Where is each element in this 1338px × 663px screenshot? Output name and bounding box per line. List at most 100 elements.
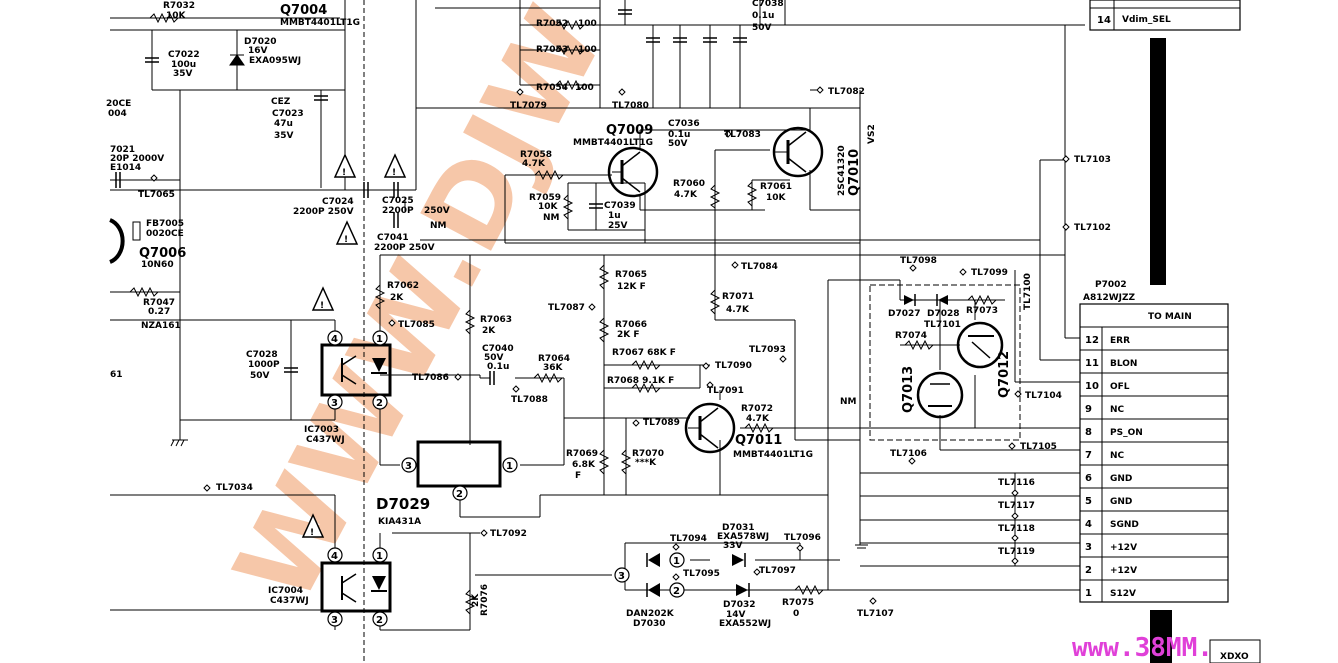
label-cez: CEZ: [271, 97, 291, 107]
connector-pin14-name: Vdim_SEL: [1122, 15, 1171, 25]
svg-text:!: !: [320, 301, 324, 311]
connector-part-no: A812WJZZ: [1083, 293, 1136, 303]
label-c7041v: 2200P 250V: [374, 243, 435, 253]
label-q7009: Q7009: [606, 123, 653, 138]
label-tl7090: TL7090: [715, 361, 752, 371]
label-tl7119: TL7119: [998, 547, 1035, 557]
label-s61: 61: [110, 370, 123, 380]
svg-text:2: 2: [376, 615, 383, 626]
label-tl7098: TL7098: [900, 256, 937, 266]
label-tl7093: TL7093: [749, 345, 786, 355]
d7029-body: [416, 440, 502, 488]
label-r7075: R7075: [782, 598, 814, 608]
label-r7072: R7072: [741, 404, 773, 414]
label-nm2: NM: [543, 213, 560, 223]
label-tl7106: TL7106: [890, 449, 927, 459]
connector-title: TO MAIN: [1148, 312, 1192, 322]
label-ce20: 20CE: [106, 99, 131, 109]
connector-pin-name: +12V: [1110, 566, 1137, 576]
label-tl7099: TL7099: [971, 268, 1008, 278]
label-r7060: R7060: [673, 179, 705, 189]
label-c7028b: 50V: [250, 371, 270, 381]
label-r7047: R7047: [143, 298, 175, 308]
svg-text:4: 4: [331, 334, 338, 345]
label-tl7079: TL7079: [510, 101, 547, 111]
svg-text:3: 3: [618, 571, 625, 582]
connector-pin-name: NC: [1110, 405, 1125, 415]
label-c7025: C7025: [382, 196, 414, 206]
label-r7071: R7071: [722, 292, 754, 302]
svg-text:1: 1: [376, 551, 383, 562]
label-q7010: Q7010: [847, 149, 862, 196]
connector-pin-name: S12V: [1110, 589, 1136, 599]
label-ic7004: IC7004: [268, 586, 303, 596]
connector-pin-name: +12V: [1110, 543, 1137, 553]
label-r7070v: ***K: [635, 458, 657, 468]
svg-text:2: 2: [376, 398, 383, 409]
label-c7022a: 100u: [171, 60, 196, 70]
label-tl7085: TL7085: [398, 320, 435, 330]
label-c7041: C7041: [377, 233, 409, 243]
label-c7040b: 0.1u: [487, 362, 509, 372]
label-nm1: NM: [430, 221, 447, 231]
label-c7038b: 50V: [752, 23, 772, 33]
label-c7038: C7038: [752, 0, 784, 9]
svg-text:3: 3: [331, 398, 338, 409]
label-r7058: R7058: [520, 150, 552, 160]
connector-pin-number: 1: [1085, 588, 1092, 599]
label-vs2: VS2: [867, 124, 877, 144]
label-c7036: C7036: [668, 119, 700, 129]
label-c7028a: 1000P: [248, 360, 280, 370]
label-q7013: Q7013: [901, 366, 916, 413]
label-d7031: D7031: [722, 523, 755, 533]
label-nza161: NZA161: [141, 321, 181, 331]
label-d7028: D7028: [927, 309, 960, 319]
connector-pin-name: ERR: [1110, 336, 1130, 346]
connector-pin-name: NC: [1110, 451, 1125, 461]
connector-pin-name: OFL: [1110, 382, 1130, 392]
svg-text:4: 4: [331, 551, 338, 562]
svg-text:!: !: [344, 235, 348, 245]
label-c7023a: 47u: [274, 119, 293, 129]
label-r7075v: 0: [793, 609, 799, 619]
connector-pin-number: 9: [1085, 404, 1092, 415]
label-d7030: D7030: [633, 619, 666, 629]
corner-text: XDXO: [1220, 652, 1249, 662]
label-r7069: R7069: [566, 449, 598, 459]
svg-text:1: 1: [673, 556, 680, 567]
label-d7032p: EXA552WJ: [719, 619, 771, 629]
connector-pin-name: SGND: [1110, 520, 1139, 530]
label-c7039: C7039: [604, 201, 636, 211]
label-d7027: D7027: [888, 309, 921, 319]
label-d7029p: KIA431A: [378, 517, 421, 527]
connector-pin-number: 12: [1085, 335, 1099, 346]
warning-marks: ! ! ! ! !: [310, 168, 396, 538]
connector-pin-number: 10: [1085, 381, 1099, 392]
label-r7059v: 10K: [538, 202, 559, 212]
label-q7012: Q7012: [997, 351, 1012, 398]
label-r7066: R7066: [615, 320, 647, 330]
connector-pin-number: 6: [1085, 473, 1092, 484]
connector-pin-number: 8: [1085, 427, 1092, 438]
label-c7023: C7023: [272, 109, 304, 119]
label-ic7003: IC7003: [304, 425, 339, 435]
label-c7036b: 50V: [668, 139, 688, 149]
connector-pin-name: PS_ON: [1110, 428, 1143, 438]
label-tl7091: TL7091: [707, 386, 744, 396]
connector-pin-name: GND: [1110, 497, 1132, 507]
pin-circles: [327, 330, 685, 627]
label-tl7107: TL7107: [857, 609, 894, 619]
label-c7023b: 35V: [274, 131, 294, 141]
label-r7047v: 0.27: [148, 307, 170, 317]
label-c7039a: 1u: [608, 211, 621, 221]
label-c7025v: 2200P: [382, 206, 414, 216]
label-r7076v: 2K: [471, 593, 481, 607]
label-q7006p: 10N60: [141, 260, 174, 270]
test-points: [150, 86, 1070, 605]
capacitors: [115, 9, 747, 385]
label-r7062v: 2K: [390, 293, 404, 303]
label-c7039b: 25V: [608, 221, 628, 231]
